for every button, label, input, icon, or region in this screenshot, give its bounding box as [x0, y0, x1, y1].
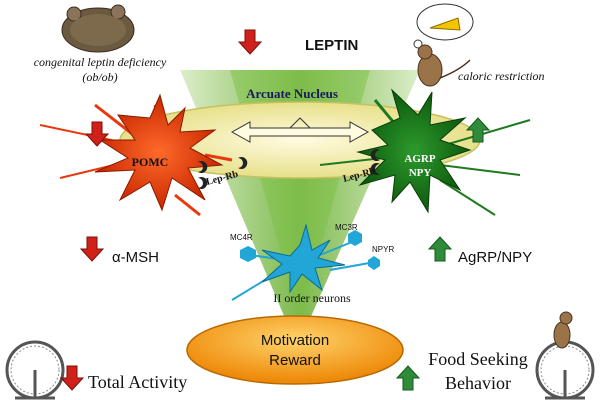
alpha-msh-label: α-MSH [112, 249, 159, 266]
mc3r-receptor-icon [348, 230, 362, 246]
mc4r-label: MC4R [230, 233, 253, 242]
caloric-restriction-mouse-icon [413, 3, 474, 87]
reward-label: Reward [269, 352, 321, 369]
ob-ob-caption-line1: congenital leptin deficiency [34, 55, 167, 69]
food-seeking-up-arrow-icon [395, 365, 421, 391]
npy-label: NPY [409, 167, 432, 179]
npyr-receptor-icon [368, 256, 380, 270]
second-order-neurons-label: II order neurons [273, 291, 351, 305]
food-seeking-label-line2: Behavior [445, 373, 511, 393]
agrp-label: AGRP [404, 153, 435, 165]
motivation-label: Motivation [261, 332, 329, 349]
pomc-neuron [39, 93, 233, 217]
bidirectional-arrow-icon [230, 117, 370, 143]
pomc-label: POMC [132, 155, 169, 169]
exercise-wheel-left-icon [5, 340, 65, 400]
agrp-npy-neuron [319, 88, 531, 216]
total-activity-down-arrow-icon [59, 365, 85, 391]
mc4r-receptor-icon [240, 246, 256, 262]
agrp-up-arrow-icon [465, 117, 491, 143]
exercise-wheel-right-icon [535, 311, 595, 400]
second-order-neuron [231, 223, 380, 301]
alpha-msh-down-arrow-icon [79, 236, 105, 262]
lep-rb-receptor-left [198, 157, 248, 189]
food-seeking-label-line1: Food Seeking [428, 349, 528, 369]
ob-ob-caption-line2: (ob/ob) [82, 70, 117, 84]
mc3r-label: MC3R [335, 223, 358, 232]
caloric-restriction-caption: caloric restriction [458, 69, 545, 83]
npyr-label: NPYR [372, 245, 394, 254]
leptin-down-arrow-icon [237, 29, 263, 55]
arcuate-nucleus-label: Arcuate Nucleus [246, 86, 338, 101]
ob-ob-mouse-icon [61, 4, 135, 53]
pomc-down-arrow-icon [84, 121, 110, 147]
agrp-npy-label: AgRP/NPY [458, 249, 532, 266]
agrp-npy-up-arrow-icon [427, 236, 453, 262]
leptin-label: LEPTIN [305, 37, 358, 54]
lep-rb-receptor-right [370, 149, 380, 176]
motivation-reward-ellipse [186, 315, 404, 385]
total-activity-label: Total Activity [88, 372, 187, 392]
